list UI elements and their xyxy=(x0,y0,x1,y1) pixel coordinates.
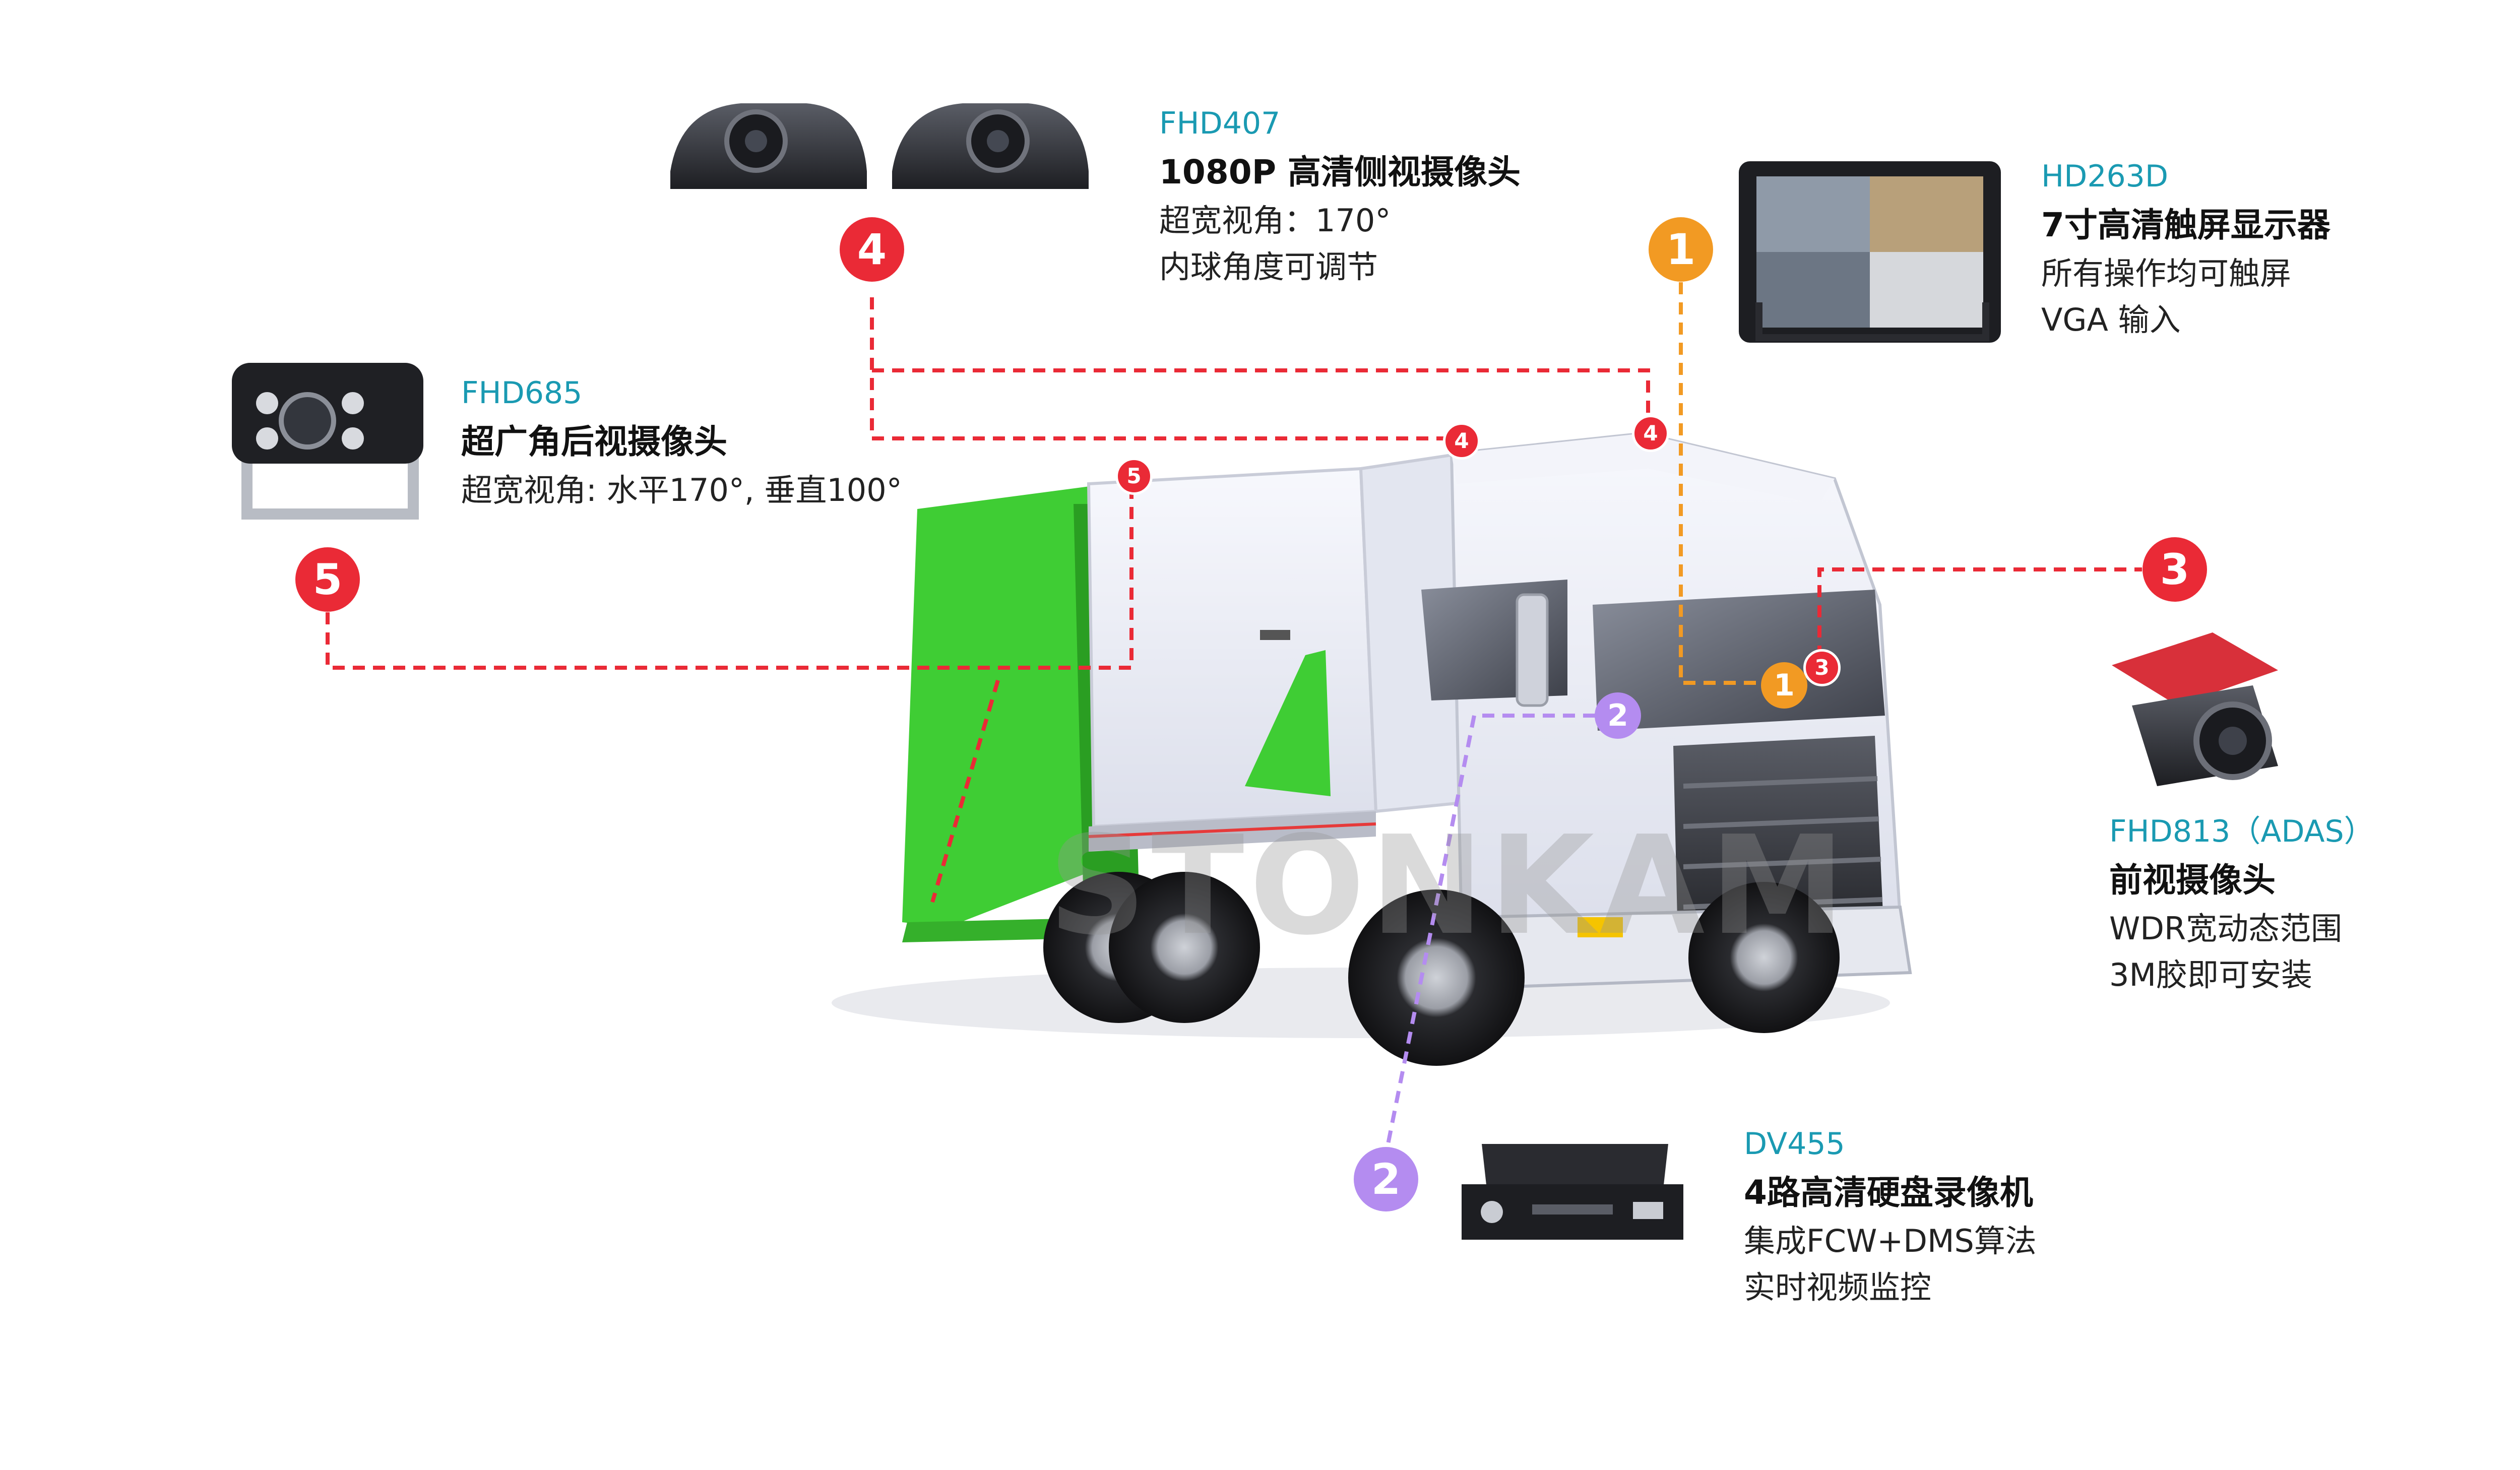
truck-marker-side-camera-right: 4 xyxy=(1632,415,1669,452)
monitor-icon xyxy=(1739,161,2001,343)
device-desc: 集成FCW+DMS算法 xyxy=(1744,1223,2037,1259)
side-camera-icon xyxy=(670,103,1089,189)
connector-lines xyxy=(326,282,2142,1155)
connector-line-fhd685-compactor xyxy=(930,679,1000,903)
model-name: DV455 xyxy=(1744,1126,1845,1162)
model-name: FHD685 xyxy=(461,375,583,411)
badge-fhd813: 3 xyxy=(2143,537,2207,602)
device-desc: 所有操作均可触屏 xyxy=(2041,255,2292,292)
label-fhd685: FHD685 超广角后视摄像头 超宽视角: 水平170°, 垂直100° xyxy=(461,378,902,521)
model-name: FHD407 xyxy=(1159,106,1281,141)
badge-dv455: 2 xyxy=(1354,1147,1418,1211)
connector-line-fhd407-right xyxy=(872,368,1650,428)
device-title: 超广角后视摄像头 xyxy=(461,422,727,461)
badge-fhd407: 4 xyxy=(840,217,904,282)
device-title: 7寸高清触屏显示器 xyxy=(2041,206,2330,244)
truck-marker-dvr: 2 xyxy=(1595,692,1641,739)
device-desc: VGA 输入 xyxy=(2041,301,2181,338)
truck-marker-side-camera-left: 4 xyxy=(1443,422,1480,460)
garbage-truck-illustration xyxy=(832,431,1912,1066)
connector-line-dv455 xyxy=(1384,714,1615,1155)
truck-marker-rear-camera: 5 xyxy=(1115,458,1153,495)
connector-line-fhd407 xyxy=(870,297,1452,440)
model-name: FHD813（ADAS） xyxy=(2109,814,2374,849)
connector-line-fhd813 xyxy=(1817,567,2142,658)
label-hd263d: HD263D 7寸高清触屏显示器 所有操作均可触屏 VGA 输入 xyxy=(2041,161,2330,351)
dvr-icon xyxy=(1462,1144,1683,1240)
device-desc: 内球角度可调节 xyxy=(1159,248,1378,285)
device-desc: 实时视频监控 xyxy=(1744,1269,1932,1306)
connector-line-fhd685 xyxy=(326,474,1133,670)
device-desc: 超宽视角：170° xyxy=(1159,202,1391,239)
truck-marker-front-camera: 3 xyxy=(1803,649,1841,686)
device-desc: 超宽视角: 水平170°, 垂直100° xyxy=(461,472,902,508)
device-title: 前视摄像头 xyxy=(2109,861,2276,900)
badge-fhd685: 5 xyxy=(295,547,360,612)
device-title: 1080P 高清侧视摄像头 xyxy=(1159,153,1521,191)
badge-hd263d: 1 xyxy=(1649,217,1713,282)
rear-camera-icon xyxy=(232,363,423,520)
model-name: HD263D xyxy=(2041,159,2169,194)
device-desc: 3M胶即可安装 xyxy=(2109,956,2312,993)
watermark-text: STONKAM xyxy=(1048,806,1850,965)
device-title: 4路高清硬盘录像机 xyxy=(1744,1173,2033,1212)
truck-marker-monitor: 1 xyxy=(1761,662,1807,709)
label-fhd407: FHD407 1080P 高清侧视摄像头 超宽视角：170° 内球角度可调节 xyxy=(1159,108,1521,298)
label-dv455: DV455 4路高清硬盘录像机 集成FCW+DMS算法 实时视频监控 xyxy=(1744,1129,2037,1318)
dash-camera-icon xyxy=(2112,632,2278,786)
device-desc: WDR宽动态范围 xyxy=(2109,910,2343,947)
label-fhd813: FHD813（ADAS） 前视摄像头 WDR宽动态范围 3M胶即可安装 xyxy=(2109,816,2374,1006)
